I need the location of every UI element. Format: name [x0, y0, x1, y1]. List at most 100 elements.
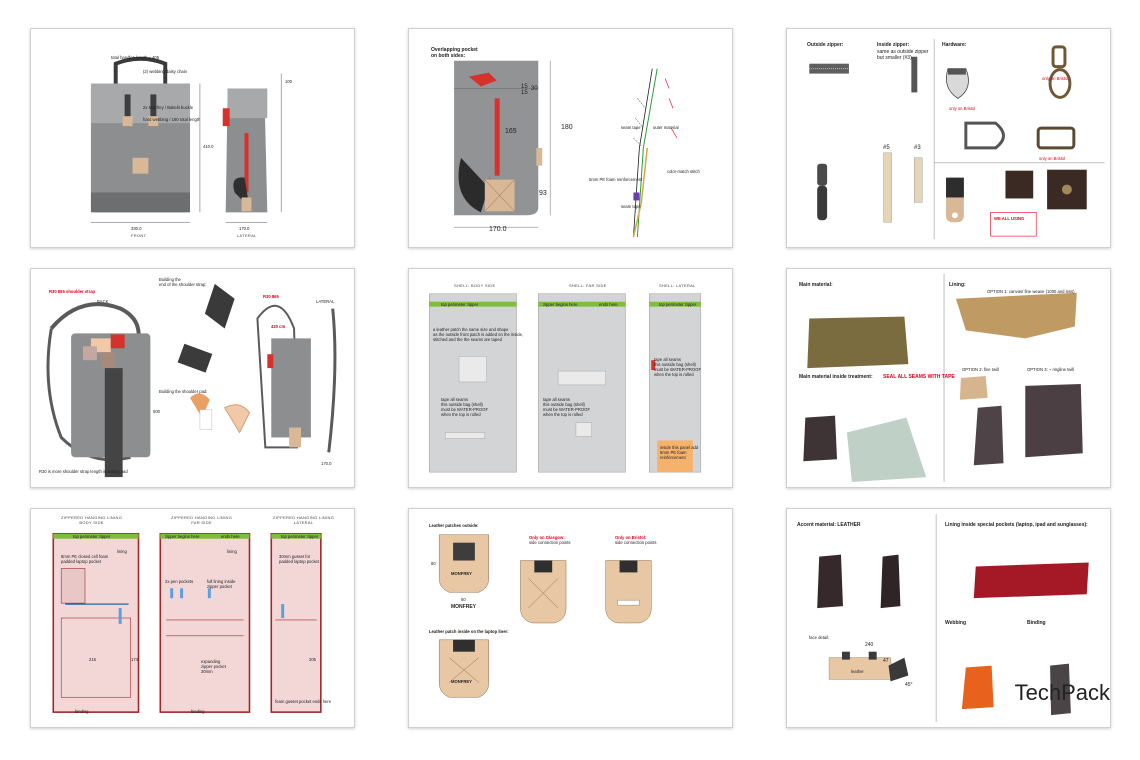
accent-title: Accent material: LEATHER	[797, 522, 861, 528]
label-handles-length: total handles length = 405	[111, 55, 160, 60]
dim-width-side: 170.0	[239, 226, 250, 231]
dim-80: 80	[431, 561, 436, 566]
label-buckle: 2x Manfrey / Bakelit buckle	[143, 105, 194, 110]
building-pad-note: Building the shoulder pad:	[159, 389, 208, 394]
note-tape-1: tape all seams this outside bag (shell) …	[441, 397, 488, 417]
label-foam: 5mm PE foam reinforcement	[589, 177, 643, 182]
lining-option-2: OPTION 2: fine twill	[962, 367, 999, 372]
col-lateral: SHELL: LATERAL	[659, 283, 696, 288]
building-strap-note: Building the end of the shoulder strap:	[159, 277, 207, 287]
dim-500: 500	[153, 409, 160, 414]
techpack-sheet-shell[interactable]: SHELL: BODY SIDE SHELL: FAR SIDE SHELL: …	[408, 268, 733, 488]
size-5: #5	[883, 145, 890, 151]
dim-width-front: 330.0	[131, 226, 142, 231]
note-lining-pocket: full lining inside zipper pocket	[207, 579, 236, 589]
dim-170: 170.0	[489, 226, 507, 233]
pocket-drawing	[454, 60, 678, 238]
treatment-title: Main material inside treatment:	[799, 374, 873, 380]
lining-option-1: OPTION 1: canvas/ fine weave (1000 and l…	[987, 289, 1075, 294]
binding-title: Binding	[1027, 620, 1046, 626]
webbing-title: Webbing	[945, 620, 967, 626]
zip-body: top perimeter zipper	[73, 534, 111, 539]
dim-174: 174	[131, 657, 138, 662]
dim-240: 240	[865, 642, 874, 648]
lining-pockets-title: Lining inside special pockets (laptop, i…	[945, 522, 1088, 528]
zip-far-begin: zipper begins here	[165, 534, 200, 539]
zip-far-end: ends here	[221, 534, 240, 539]
note-laptop-foam: 8mm PE closed cell foam padded laptop po…	[61, 554, 109, 564]
label-stitch: color-match stitch	[667, 169, 700, 174]
zip-far-begin: zipper begins here	[543, 302, 578, 307]
dim-30: 30	[531, 86, 538, 92]
techpack-sheet-front-lateral[interactable]: (2) webbing daisy chain 2x Manfrey / Bak…	[30, 28, 355, 248]
note-gusset: 30mm gusset for padded laptop pocket	[279, 554, 320, 564]
lining-title: Lining:	[949, 282, 966, 288]
techpack-sheet-hardware[interactable]: Outside zipper: Inside zipper: same as o…	[786, 28, 1111, 248]
label-outer-material: outer material	[653, 125, 679, 130]
shoulder-strap-drawing	[46, 283, 337, 478]
dim-47: 47	[883, 658, 889, 664]
dim-165: 165	[505, 128, 517, 135]
techpack-sheet-materials[interactable]: Main material: Lining: Main material ins…	[786, 268, 1111, 488]
glasgow-title: Only on Glasgow:	[529, 535, 565, 540]
pocket-title: Overlapping pocket on both sides:	[431, 47, 478, 59]
bristol-subtitle: side connection points	[615, 540, 657, 545]
dim-15a: 15	[521, 84, 528, 90]
techpack-sheet-leather-patches[interactable]: Leather patches outside: Only on Glasgow…	[408, 508, 733, 728]
bag-front-lateral-drawing	[90, 56, 282, 223]
techpack-brand-label: TechPack	[1014, 680, 1110, 705]
lining-option-3: OPTION 3: ~ ringline twill	[1027, 367, 1075, 372]
col-body-side: ZIPPERED HANGING LINING BODY SIDE	[61, 515, 123, 525]
bottom-note: R30 is more shoulder strap length includ…	[39, 469, 128, 474]
only-bristol-2: only on Bristol	[1042, 76, 1069, 81]
col-body-side: SHELL: BODY SIDE	[454, 283, 496, 288]
only-bristol-1: only on Bristol	[949, 106, 976, 111]
caption-lateral: LATERAL	[237, 233, 257, 238]
hardware-drawing	[809, 38, 1105, 240]
shell-panels-drawing	[429, 293, 702, 473]
zip-far-end: ends here	[599, 302, 618, 307]
col-lateral: ZIPPERED HANGING LINING LATERAL	[273, 515, 335, 525]
techpack-sheet-accent[interactable]: Accent material: LEATHER Lining inside s…	[786, 508, 1111, 728]
zip-body: top perimeter zipper	[441, 302, 479, 307]
red-side-b: 420 cm	[271, 324, 286, 329]
note-expanding-pocket: expanding zipper pocket 30mm	[201, 659, 226, 674]
caption-lateral: LATERAL	[316, 299, 335, 304]
red-side-a: R30 865	[263, 294, 279, 299]
lining-label-2: lining	[227, 549, 237, 554]
dim-205: 205	[309, 657, 316, 662]
only-bristol-3: only on Bristol	[1039, 156, 1066, 161]
hanging-lining-drawing	[52, 532, 322, 713]
hardware-title: Hardware:	[942, 42, 967, 48]
we-all-using: WE ALL USING	[994, 216, 1025, 221]
material-swatches	[803, 273, 1083, 483]
note-foam-end: foam gusset pocket ends here	[275, 699, 332, 704]
inside-zipper-note: same as outside zipper but smaller (#3)	[877, 49, 929, 61]
face-detail: face detail:	[809, 635, 830, 640]
logo-2: MONFREY	[451, 604, 476, 610]
caption-front: FRONT	[131, 233, 147, 238]
dim-60: 60	[461, 597, 466, 602]
techpack-sheet-hanging-lining[interactable]: ZIPPERED HANGING LINING BODY SIDE ZIPPER…	[30, 508, 355, 728]
patch-outside-title: Leather patches outside:	[429, 523, 479, 528]
note-foam: inside this panel add 5mm PE foam reinfo…	[660, 445, 699, 460]
inside-zipper-title: Inside zipper:	[877, 42, 910, 48]
patch-inside-title: Leather patch inside on the laptop liner…	[429, 629, 509, 634]
techpack-sheet-overlapping-pocket[interactable]: Overlapping pocket on both sides: 15 15 …	[408, 28, 733, 248]
binding-label-1: binding	[75, 709, 89, 714]
col-far-side: ZIPPERED HANGING LINING FAR SIDE	[171, 515, 233, 525]
label-seam-tape-1: seam tape	[621, 125, 641, 130]
techpack-sheet-shoulder-strap[interactable]: R30 865 shoulder strap BACK LATERAL Buil…	[30, 268, 355, 488]
glasgow-subtitle: side connection points	[529, 540, 571, 545]
dim-180: 180	[561, 124, 573, 131]
note-leather-patch: a leather patch the same size and shape …	[433, 327, 524, 342]
zip-lateral: top perimeter zipper	[659, 302, 697, 307]
leather-patches-drawing	[438, 534, 652, 698]
note-tape-3: tape all seams this outside bag (shell) …	[654, 357, 701, 377]
zip-lateral: top perimeter zipper	[281, 534, 319, 539]
outside-zipper-title: Outside zipper:	[807, 42, 844, 48]
dim-15b: 15	[521, 90, 528, 96]
logo-1: MONFREY	[451, 571, 472, 576]
binding-label-2: binding	[191, 709, 205, 714]
size-3: #3	[914, 145, 921, 151]
